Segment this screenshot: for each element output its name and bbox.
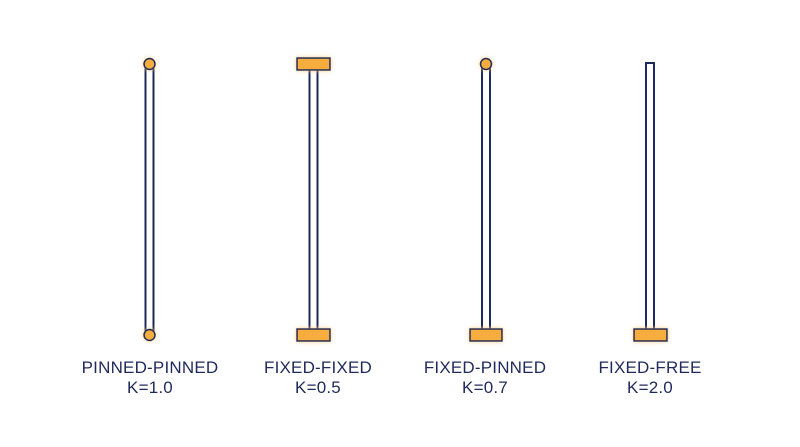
pin-support-top xyxy=(143,57,156,71)
caption-fixed-fixed: FIXED-FIXED K=0.5 xyxy=(228,358,408,398)
caption-fixed-pinned: FIXED-PINNED K=0.7 xyxy=(395,358,575,398)
column-fixed-pinned xyxy=(469,57,503,342)
column-fixed-fixed xyxy=(296,57,331,342)
fixed-support-bottom xyxy=(296,328,331,342)
k-factor-label: K=0.7 xyxy=(462,378,508,397)
column-shaft xyxy=(308,63,319,336)
end-condition-label: PINNED-PINNED xyxy=(81,358,219,377)
column-shaft xyxy=(645,62,655,336)
caption-fixed-free: FIXED-FREE K=2.0 xyxy=(560,358,740,398)
pin-support-top xyxy=(479,57,493,71)
k-factor-label: K=2.0 xyxy=(627,378,673,397)
pin-support-bottom xyxy=(143,328,156,342)
end-condition-label: FIXED-FREE xyxy=(598,358,702,377)
end-condition-label: FIXED-PINNED xyxy=(423,358,547,377)
column-fixed-free xyxy=(633,62,668,342)
k-factor-label: K=0.5 xyxy=(295,378,341,397)
k-factor-label: K=1.0 xyxy=(127,378,173,397)
fixed-support-bottom xyxy=(469,328,503,342)
caption-pinned-pinned: PINNED-PINNED K=1.0 xyxy=(60,358,240,398)
end-condition-label: FIXED-FIXED xyxy=(264,358,372,377)
fixed-support-bottom xyxy=(633,328,668,342)
column-shaft xyxy=(144,63,155,336)
fixed-support-top xyxy=(296,57,331,71)
column-pinned-pinned xyxy=(143,57,156,342)
column-shaft xyxy=(481,63,491,336)
